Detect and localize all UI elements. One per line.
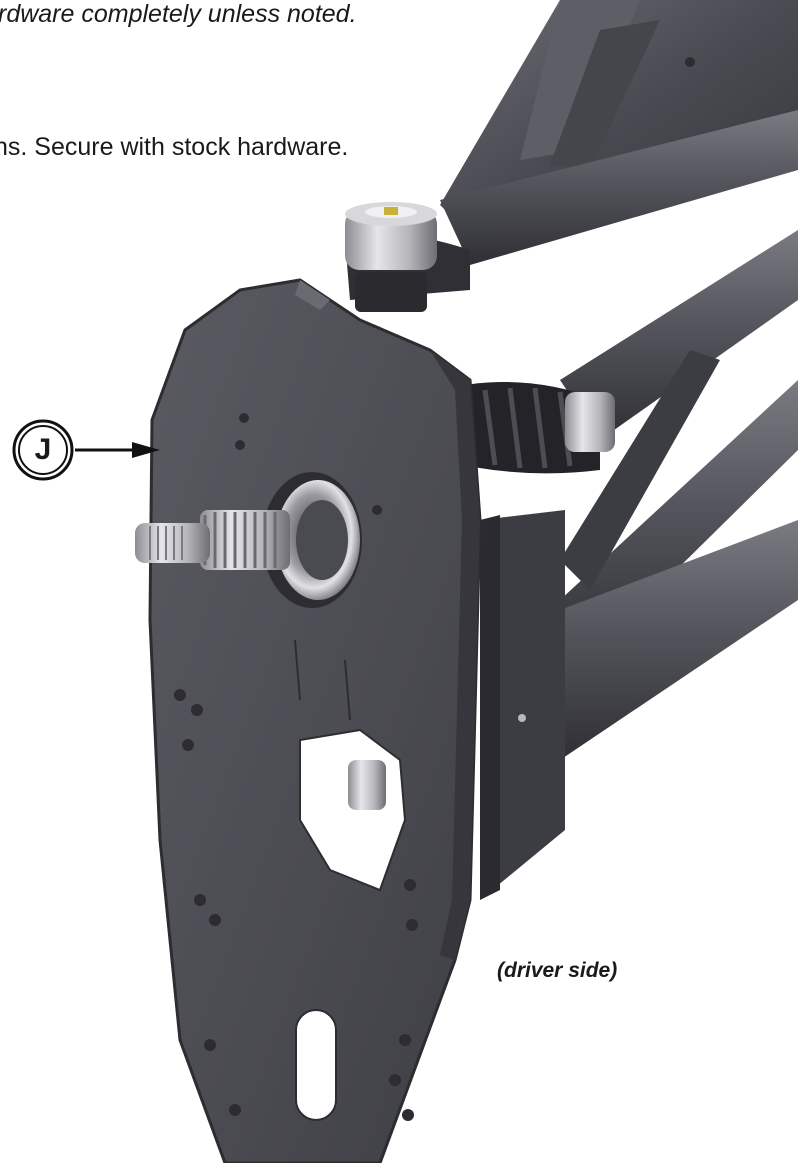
lower-ball-joint (348, 760, 386, 810)
callout-arrow (75, 442, 160, 458)
instruction-line-top: rdware completely unless noted. (0, 0, 357, 28)
driver-side-label: (driver side) (497, 959, 618, 982)
splined-shaft (135, 510, 290, 570)
instruction-line-secure: ns. Secure with stock hardware. (0, 133, 349, 161)
upper-ball-joint (345, 202, 437, 312)
lower-a-arm (560, 230, 798, 760)
wheel-bearing (262, 472, 362, 608)
side-bracket (480, 510, 565, 900)
callout-circle-icon (12, 419, 74, 481)
mounting-plate (148, 278, 482, 1163)
upper-a-arm (345, 0, 798, 300)
